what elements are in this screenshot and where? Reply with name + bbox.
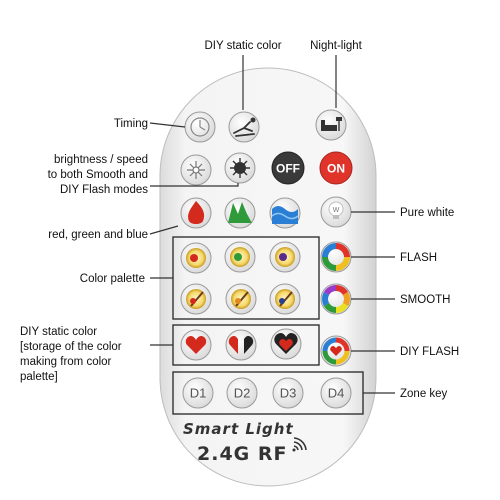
zone-d3-label: D3	[280, 386, 297, 401]
reclining-figure-icon	[233, 121, 255, 137]
label-rgb: red, green and blue	[48, 229, 148, 241]
label-timing: Timing	[114, 118, 148, 130]
label-diy-static-1: DIY static color	[20, 326, 97, 338]
label-flash: FLASH	[400, 252, 437, 264]
bed-lamp-icon	[321, 117, 342, 131]
night-light-button[interactable]	[315, 109, 347, 141]
label-night-light: Night-light	[310, 40, 363, 52]
wireless-signal-icon	[292, 437, 307, 452]
off-label: OFF	[276, 162, 300, 176]
color-ring-icon	[322, 243, 350, 271]
white-w-label: W	[333, 207, 340, 214]
label-pure-white: Pure white	[400, 207, 454, 219]
green-tree-icon	[228, 202, 252, 223]
palette-button-6[interactable]	[269, 283, 301, 315]
diy-flash-button[interactable]	[320, 335, 352, 367]
label-color-palette: Color palette	[80, 273, 145, 285]
zone-d2-label: D2	[234, 386, 251, 401]
green-button[interactable]	[224, 197, 256, 229]
leader-lines	[149, 55, 395, 394]
zone-button-d2[interactable]: D2	[226, 377, 258, 409]
twin-heart-icon	[228, 336, 238, 354]
palette-button-2[interactable]	[224, 241, 256, 273]
label-brightness-2: to both Smooth and	[48, 169, 148, 181]
red-flame-icon	[188, 201, 205, 224]
zone-button-d3[interactable]: D3	[272, 377, 304, 409]
zone-d1-label: D1	[190, 386, 207, 401]
smooth-button[interactable]	[320, 283, 352, 315]
diy-static-button-2[interactable]	[225, 329, 257, 361]
label-smooth: SMOOTH	[400, 294, 450, 306]
brand-line-2: 2.4G RF	[197, 443, 287, 465]
on-label: ON	[327, 162, 345, 176]
label-brightness-3: DIY Flash modes	[60, 184, 148, 196]
flash-button[interactable]	[320, 241, 352, 273]
bright-sun-icon	[230, 158, 250, 178]
off-button[interactable]: OFF	[271, 151, 305, 185]
pure-white-button[interactable]: W	[320, 196, 352, 228]
brightness-down-button[interactable]	[180, 154, 212, 186]
timing-button[interactable]	[184, 111, 216, 143]
diy-static-button-1[interactable]	[180, 329, 212, 361]
zone-d4-label: D4	[328, 386, 345, 401]
diy-static-button-3[interactable]	[270, 328, 302, 360]
label-diy-static-3: making from color	[20, 356, 112, 368]
zone-button-d4[interactable]: D4	[320, 377, 352, 409]
palette-button-4[interactable]	[180, 283, 212, 315]
label-diy-static-top: DIY static color	[204, 40, 281, 52]
brightness-up-button[interactable]	[224, 152, 256, 184]
label-diy-static-4: palette]	[20, 371, 58, 383]
dim-sun-icon	[187, 161, 205, 179]
blue-button[interactable]	[269, 197, 301, 229]
on-button[interactable]: ON	[319, 151, 353, 185]
red-heart-icon	[185, 336, 207, 354]
label-zone-key: Zone key	[400, 388, 448, 400]
palette-button-3[interactable]	[269, 241, 301, 273]
label-diy-static-2: [storage of the color	[20, 341, 122, 353]
zone-button-d1[interactable]: D1	[182, 377, 214, 409]
diy-static-color-button[interactable]	[228, 111, 260, 143]
red-button[interactable]	[180, 197, 212, 229]
clock-icon	[190, 117, 210, 137]
brand-line-1: Smart Light	[183, 420, 294, 438]
palette-button-5[interactable]	[225, 283, 257, 315]
label-diy-flash: DIY FLASH	[400, 346, 459, 358]
rainbow-ring-icon	[322, 285, 350, 313]
heart-color-ring-icon	[322, 337, 350, 365]
palette-button-1[interactable]	[180, 242, 212, 274]
light-bulb-icon: W	[328, 201, 344, 219]
label-brightness-1: brightness / speed	[54, 154, 148, 166]
blue-wave-icon	[271, 206, 299, 224]
